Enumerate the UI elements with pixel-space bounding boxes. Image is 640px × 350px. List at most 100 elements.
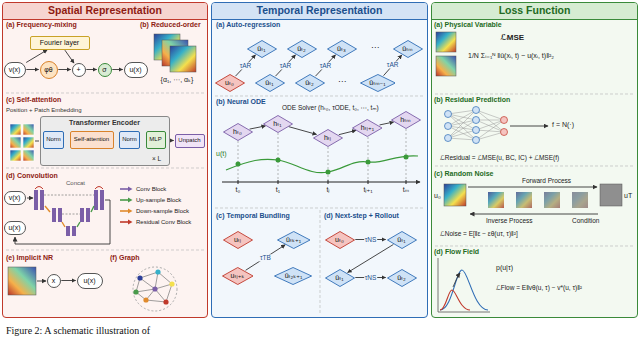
diamond-shape [255, 74, 284, 91]
patch [10, 124, 21, 135]
legend-swatch [120, 219, 133, 225]
connector [380, 122, 394, 125]
figure-label: (b) Neural ODE [216, 98, 266, 106]
diamond-shape [360, 74, 395, 91]
node-label: ûₜ₁ [265, 79, 273, 87]
node-label: ûₜ₂ [297, 45, 306, 53]
field-image [436, 32, 456, 52]
figure-label: uT [624, 192, 632, 200]
figure-label: (e) Implicit NR [6, 254, 53, 262]
node-label: v(x) [9, 66, 21, 74]
graph-vertex [152, 286, 157, 291]
connector [250, 126, 266, 129]
node-label: u(x) [8, 224, 20, 232]
figure-label: (a) Frequency-mixing [6, 21, 77, 29]
node-label: uₜ₀ [225, 79, 234, 87]
figure-label: (c) Random Noise [434, 170, 494, 178]
panel-ground [211, 2, 428, 318]
state-diamond: hₜ₀ [223, 123, 253, 141]
node-label: hₜₘ [400, 116, 410, 124]
figure-label: (a) Auto-regression [216, 21, 280, 29]
edge-label: τAR [386, 62, 400, 69]
connector [58, 69, 70, 70]
panel-grounds [2, 2, 638, 318]
figure-label: Forward Process [522, 177, 571, 184]
node-label: ûₜₘ [402, 45, 412, 53]
diamond-shape [223, 231, 252, 248]
panel: Loss Function [431, 2, 638, 318]
swatch-line [120, 199, 129, 201]
connector [86, 69, 96, 70]
node-label: Fourier layer [40, 39, 79, 47]
panel-title: Temporal Representation [212, 3, 427, 20]
node-label: ûₜ₂ₖ₊₁ [285, 272, 303, 280]
swatch-head [128, 198, 133, 203]
distribution [440, 270, 488, 310]
connector [355, 277, 385, 278]
diamond-shape [277, 231, 310, 248]
diamond-shape [223, 123, 252, 140]
operator-box: Fourier layer [30, 36, 90, 50]
state-diamond: ûₜ₁ [247, 40, 277, 58]
layer-box: Self-attention [70, 131, 114, 149]
operator-circle: φθ [40, 61, 58, 79]
diamond-shape [263, 115, 292, 132]
node-label: Unpatch [178, 137, 200, 144]
diamond-shape [295, 74, 324, 91]
neuron [473, 137, 480, 144]
graph-vertex [143, 297, 148, 302]
neurons [445, 107, 508, 144]
node-label: uₜⱼ₊ₖ [231, 272, 245, 280]
legend-item: Residual Conv Block [120, 219, 191, 226]
distribution [440, 290, 470, 310]
down-sample [45, 206, 65, 227]
figure-label: ℒFlow = E‖vθ(u, τ) − v*(u, τ)‖² [496, 284, 582, 291]
figure-label: u(t) [216, 150, 227, 158]
patch [10, 137, 21, 148]
node-label: ûₜ₁ [397, 236, 405, 244]
state-diamond: hₜⱼ [313, 129, 343, 147]
legend-text: Residual Conv Block [136, 219, 191, 226]
patch [23, 137, 34, 148]
up-sample [77, 206, 94, 227]
conv-bar [80, 208, 84, 222]
noisy-image [544, 192, 560, 208]
connector [339, 130, 356, 134]
diamond-shape [387, 231, 416, 248]
node-label: σ [102, 66, 106, 74]
neuron [501, 129, 508, 136]
state-diamond: ûₜ₂ [295, 74, 325, 92]
patch [23, 150, 34, 161]
node-label: Self-attention [74, 136, 109, 143]
neuron [473, 127, 480, 134]
state-diamond: ûₜ₁ [255, 74, 285, 92]
state-diamond: hₜₘ [391, 111, 421, 129]
graph-vertex [133, 289, 138, 294]
conv-bar [100, 190, 104, 210]
diamond-shape [275, 267, 312, 284]
wire [510, 126, 548, 127]
diamond-shape [325, 231, 354, 248]
state-diamond: ûₜ₂ₖ₊₁ [274, 267, 312, 285]
node-label: ûₜ₂ [305, 79, 314, 87]
connector [235, 55, 255, 76]
patch [23, 124, 34, 135]
legend-item: Conv Block [120, 186, 166, 193]
node-label: ûₜ₁ [335, 274, 343, 282]
layer-box: Norm [43, 131, 64, 149]
node-label: Norm [122, 136, 137, 143]
connector [112, 69, 122, 70]
state-diamond: hₜ₁ [263, 115, 293, 133]
sum-circle: + [72, 63, 86, 77]
conv-bar [94, 190, 98, 210]
figure-label: ℒMSE [500, 34, 524, 43]
coordinate-circle: x [47, 274, 61, 288]
figure-label: ℒNoise = E[‖ε − εθ(uτ, τ)‖²] [440, 230, 518, 237]
diamond-shape [327, 40, 356, 57]
conv-bar [52, 208, 56, 222]
field-image [444, 184, 466, 206]
axes [438, 258, 490, 312]
trajectory-point [326, 170, 331, 175]
field-image [436, 56, 456, 76]
